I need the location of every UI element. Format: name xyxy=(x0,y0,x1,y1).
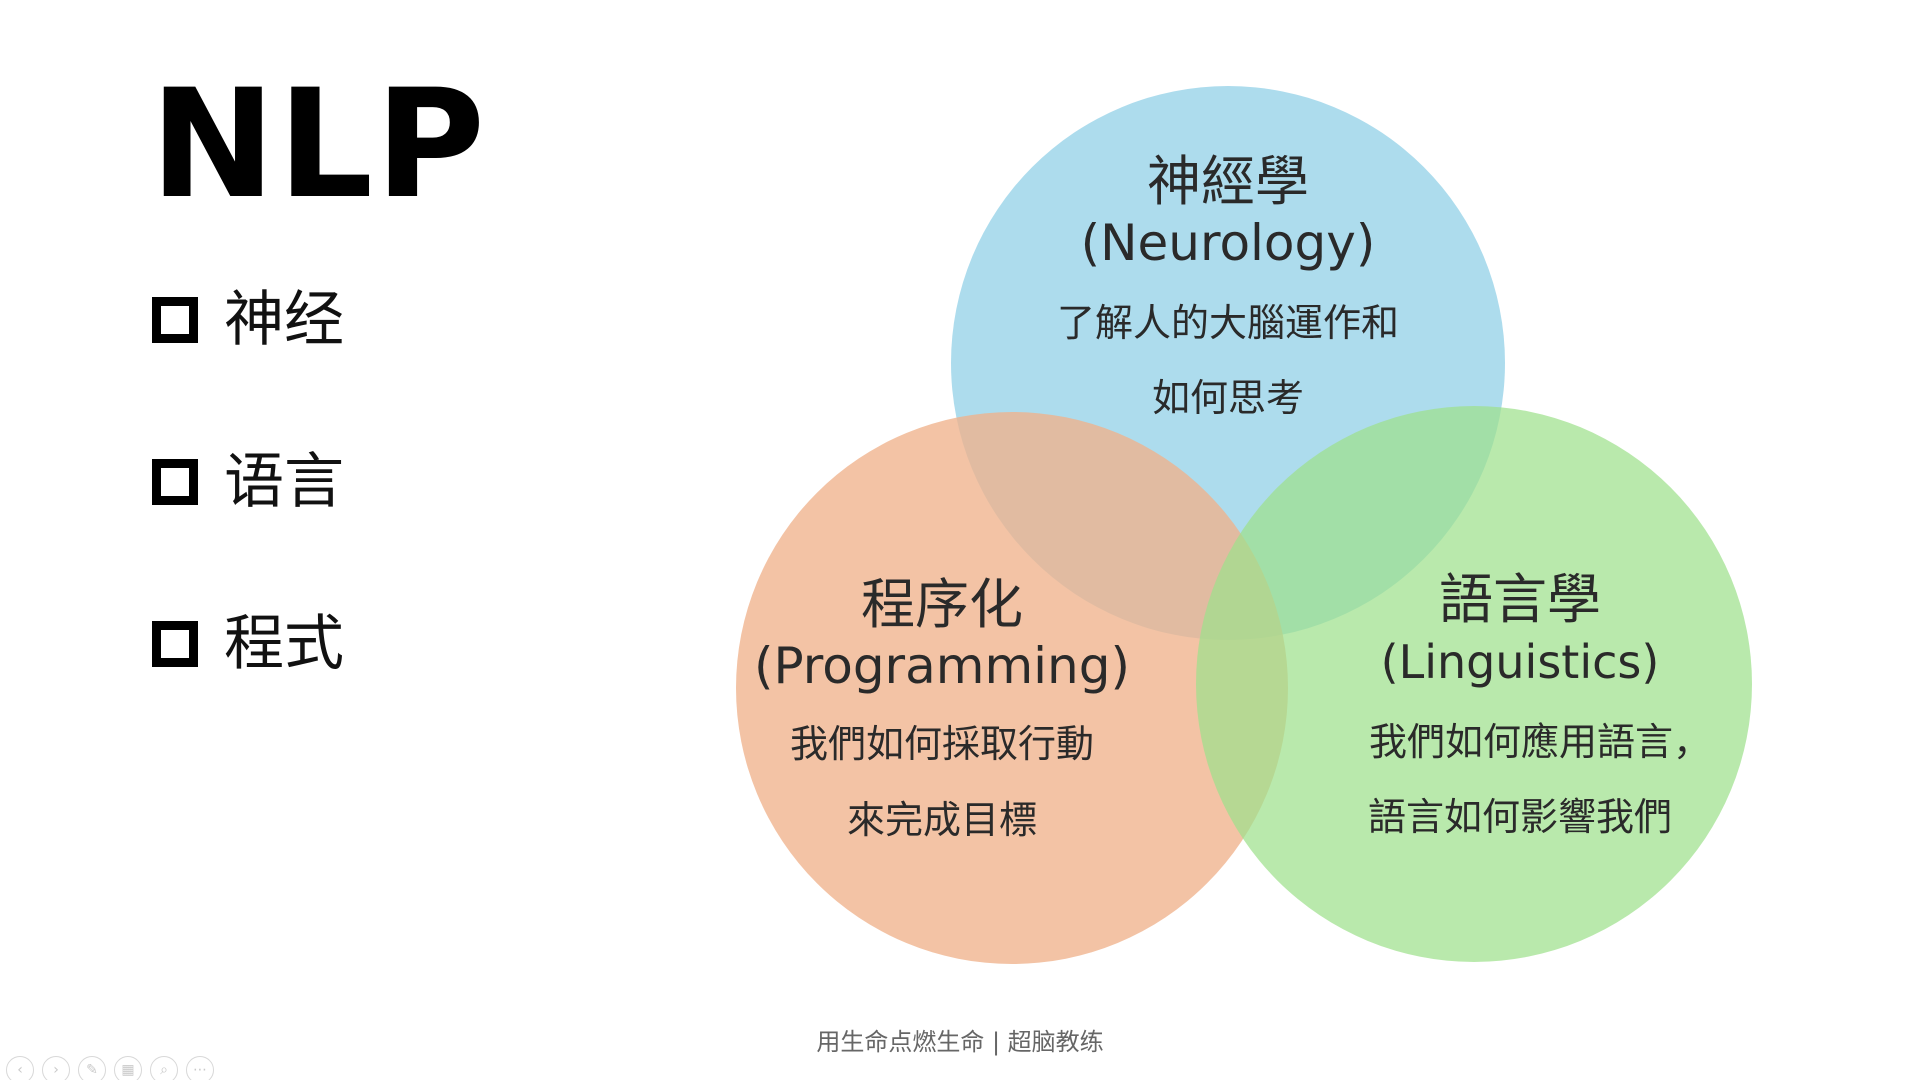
bullet-label: 神经 xyxy=(224,285,344,355)
programming-desc-line1: 我們如何採取行動 xyxy=(790,722,1094,766)
slides-icon[interactable]: ▦ xyxy=(114,1056,142,1080)
square-bullet-icon xyxy=(152,459,198,505)
neurology-desc-line1: 了解人的大腦運作和 xyxy=(1057,301,1399,345)
bullet-item-programming: 程式 xyxy=(152,604,344,684)
zoom-icon[interactable]: ⌕ xyxy=(150,1056,178,1080)
slide-title: NLP xyxy=(150,58,488,232)
more-icon[interactable]: ⋯ xyxy=(186,1056,214,1080)
programming-desc-line2: 來完成目標 xyxy=(847,798,1037,842)
presentation-controls: ‹ › ✎ ▦ ⌕ ⋯ xyxy=(6,1056,214,1080)
pen-icon[interactable]: ✎ xyxy=(78,1056,106,1080)
bullet-list: 神经 语言 程式 xyxy=(152,280,344,766)
neurology-desc-line2: 如何思考 xyxy=(1152,376,1304,420)
linguistics-subtitle: (Linguistics) xyxy=(1381,635,1660,689)
linguistics-desc-line2: 語言如何影響我們 xyxy=(1368,795,1672,839)
bullet-item-language: 语言 xyxy=(152,442,344,522)
neurology-subtitle: (Neurology) xyxy=(1081,214,1376,272)
programming-title: 程序化 xyxy=(861,573,1023,636)
linguistics-title: 語言學 xyxy=(1439,568,1601,631)
bullet-item-neurology: 神经 xyxy=(152,280,344,360)
linguistics-desc-line1: 我們如何應用語言， xyxy=(1369,720,1711,764)
next-icon[interactable]: › xyxy=(42,1056,70,1080)
slide-footer: 用生命点燃生命 | 超脑教练 xyxy=(816,1028,1104,1056)
linguistics-circle xyxy=(1196,406,1752,962)
programming-subtitle: (Programming) xyxy=(754,637,1130,695)
neurology-title: 神經學 xyxy=(1147,150,1309,213)
programming-circle xyxy=(736,412,1288,964)
square-bullet-icon xyxy=(152,297,198,343)
prev-icon[interactable]: ‹ xyxy=(6,1056,34,1080)
bullet-label: 语言 xyxy=(224,447,344,517)
square-bullet-icon xyxy=(152,621,198,667)
bullet-label: 程式 xyxy=(224,609,344,679)
